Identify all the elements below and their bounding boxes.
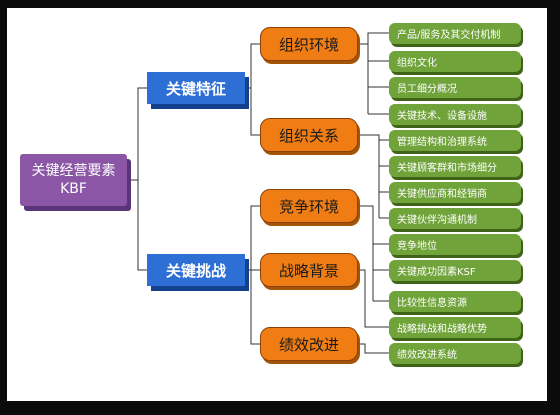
connector-compenv-leaves bbox=[358, 205, 389, 302]
connector-challenges-perf bbox=[250, 206, 260, 345]
node-key-challenges: 关键挑战 bbox=[147, 254, 245, 286]
connector-orgenv-leaves bbox=[358, 32, 389, 115]
leaf-key-suppliers: 关键供应商和经销商 bbox=[389, 182, 521, 203]
connector-orgrel-leaves bbox=[358, 134, 389, 219]
root-label-line1: 关键经营要素 bbox=[31, 163, 116, 179]
leaf-key-success-factors: 关键成功因素KSF bbox=[389, 260, 521, 281]
node-performance-improvement: 绩效改进 bbox=[260, 327, 358, 361]
node-key-features: 关键特征 bbox=[147, 72, 245, 104]
connector-root-features bbox=[127, 87, 147, 181]
node-competitive-environment: 竞争环境 bbox=[260, 189, 358, 223]
connector-perf-leaves bbox=[358, 343, 389, 354]
leaf-governance-system: 管理结构和治理系统 bbox=[389, 130, 521, 151]
root-node-kbf: 关键经营要素 KBF bbox=[20, 154, 127, 206]
leaf-strategic-challenges: 战略挑战和战略优势 bbox=[389, 317, 521, 338]
leaf-comparative-info: 比较性信息资源 bbox=[389, 291, 521, 312]
node-org-relations: 组织关系 bbox=[260, 118, 358, 152]
connector-stratbg-leaves bbox=[358, 269, 389, 328]
leaf-workforce-profile: 员工细分概况 bbox=[389, 77, 521, 98]
connector-features-orgrel bbox=[250, 88, 260, 136]
node-org-environment: 组织环境 bbox=[260, 27, 358, 61]
connector-root-challenges bbox=[137, 180, 147, 271]
diagram-canvas: 关键经营要素 KBF 关键特征 关键挑战 组织环境 组织关系 竞争环境 战略背景… bbox=[7, 8, 547, 401]
leaf-performance-system: 绩效改进系统 bbox=[389, 343, 521, 364]
leaf-partner-communication: 关键伙伴沟通机制 bbox=[389, 208, 521, 229]
leaf-key-tech-facilities: 关键技术、设备设施 bbox=[389, 104, 521, 125]
node-strategic-background: 战略背景 bbox=[260, 253, 358, 287]
connector-features-orgenv bbox=[245, 43, 260, 89]
leaf-competitive-position: 竞争地位 bbox=[389, 234, 521, 255]
leaf-org-culture: 组织文化 bbox=[389, 51, 521, 72]
connector-challenges-compenv bbox=[245, 205, 260, 271]
leaf-products-services: 产品/服务及其交付机制 bbox=[389, 23, 521, 44]
root-label-line2: KBF bbox=[60, 181, 87, 197]
leaf-key-customers-markets: 关键顾客群和市场细分 bbox=[389, 156, 521, 177]
connector-lines bbox=[127, 32, 389, 354]
